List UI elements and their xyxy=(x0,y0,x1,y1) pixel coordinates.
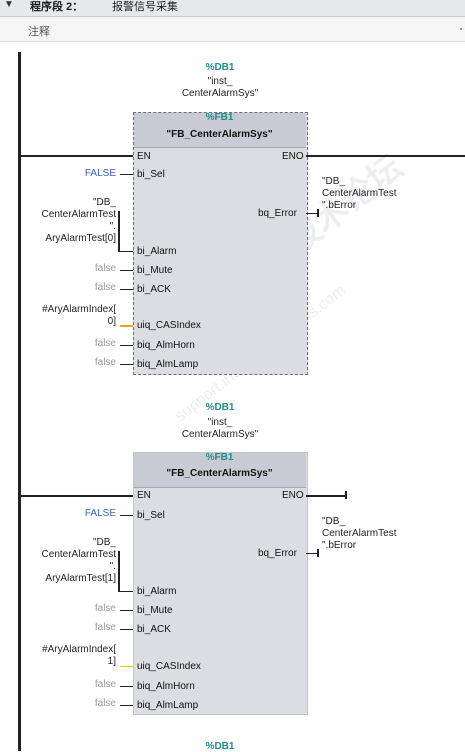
bi-ack-value[interactable]: false xyxy=(94,622,116,633)
alarm-operand-line3[interactable]: ". xyxy=(109,561,116,572)
function-block-header xyxy=(134,453,306,488)
network-title: 程序段 2： xyxy=(30,1,84,13)
bi-sel-line xyxy=(120,174,133,175)
pin-eno: ENO xyxy=(282,151,304,162)
pin-bi-alarm: bi_Alarm xyxy=(137,246,177,257)
alm-lamp-line xyxy=(120,364,133,365)
instance-db-number: %DB1 xyxy=(205,62,235,73)
index-operand-line1[interactable]: #AryAlarmIndex[ xyxy=(42,644,116,655)
error-operand-line2[interactable]: CenterAlarmTest xyxy=(322,188,397,199)
bi-ack-line xyxy=(120,629,133,630)
instance-db-name-line2[interactable]: CenterAlarmSys" xyxy=(181,88,259,99)
uiq-cas-index-line xyxy=(120,325,133,327)
pin-bi-mute: bi_Mute xyxy=(137,265,173,276)
network-comment-bar[interactable]: 注释 xyxy=(0,17,465,42)
pin-bi-sel: bi_Sel xyxy=(137,510,165,521)
error-operand-line2[interactable]: CenterAlarmTest xyxy=(322,528,397,539)
instance-db-name-line2[interactable]: CenterAlarmSys" xyxy=(181,429,259,440)
bi-mute-value[interactable]: false xyxy=(94,263,116,274)
bi-ack-line xyxy=(120,289,133,290)
pin-biq-alm-horn: biq_AlmHorn xyxy=(137,681,195,692)
bi-sel-value[interactable]: FALSE xyxy=(84,168,116,179)
fb-name[interactable]: "FB_CenterAlarmSys" xyxy=(166,468,273,479)
index-operand-line1[interactable]: #AryAlarmIndex[ xyxy=(42,304,116,315)
bi-alarm-line xyxy=(118,251,133,252)
collapse-arrow-icon[interactable]: ▼ xyxy=(4,0,14,10)
error-operand-line1[interactable]: "DB_ xyxy=(322,176,346,187)
error-operand-line3[interactable]: ".bError xyxy=(322,200,357,211)
bq-error-line xyxy=(306,213,318,214)
pin-biq-alm-lamp: biq_AlmLamp xyxy=(137,359,199,370)
index-operand-line2[interactable]: 0] xyxy=(107,316,116,327)
instance-db-number: %DB1 xyxy=(205,402,235,413)
fb-name[interactable]: "FB_CenterAlarmSys" xyxy=(166,129,273,140)
function-block-header xyxy=(134,113,306,148)
pin-bi-ack: bi_ACK xyxy=(137,284,171,295)
fb-number: %FB1 xyxy=(205,112,234,123)
pin-bi-ack: bi_ACK xyxy=(137,624,171,635)
alarm-operand-line2[interactable]: CenterAlarmTest xyxy=(41,209,116,220)
power-rail xyxy=(18,52,21,751)
bi-mute-value[interactable]: false xyxy=(94,603,116,614)
bi-sel-line xyxy=(120,515,133,516)
bq-error-endcap xyxy=(317,549,319,557)
instance-db-name-line1[interactable]: "inst_ xyxy=(207,76,233,87)
pin-biq-alm-horn: biq_AlmHorn xyxy=(137,340,195,351)
alm-horn-line xyxy=(120,686,133,687)
pin-bq-error: bq_Error xyxy=(258,548,297,559)
pin-eno: ENO xyxy=(282,490,304,501)
pin-uiq-cas-index: uiq_CASIndex xyxy=(137,661,201,672)
bq-error-endcap xyxy=(317,209,319,217)
bi-sel-value[interactable]: FALSE xyxy=(84,508,116,519)
network-comment[interactable]: 注释 xyxy=(28,26,50,38)
alm-lamp-value[interactable]: false xyxy=(94,698,116,709)
error-operand-line1[interactable]: "DB_ xyxy=(322,516,346,527)
alarm-operand-line4[interactable]: AryAlarmTest[0] xyxy=(45,233,116,244)
fb-number: %FB1 xyxy=(205,452,234,463)
bi-mute-line xyxy=(120,270,133,271)
alarm-operand-bracket xyxy=(118,551,120,591)
bi-ack-value[interactable]: false xyxy=(94,282,116,293)
pin-en: EN xyxy=(137,151,151,162)
pin-bi-mute: bi_Mute xyxy=(137,605,173,616)
pin-biq-alm-lamp: biq_AlmLamp xyxy=(137,700,199,711)
alm-lamp-line xyxy=(120,705,133,706)
pin-bi-sel: bi_Sel xyxy=(137,169,165,180)
eno-endcap xyxy=(345,491,347,499)
alm-lamp-value[interactable]: false xyxy=(94,357,116,368)
bi-mute-line xyxy=(120,610,133,611)
alm-horn-value[interactable]: false xyxy=(94,679,116,690)
index-operand-line2[interactable]: 1] xyxy=(107,656,116,667)
en-wire xyxy=(21,155,133,157)
en-wire xyxy=(21,495,133,497)
comment-scroll-marker xyxy=(460,28,462,30)
eno-wire xyxy=(306,155,465,157)
alm-horn-value[interactable]: false xyxy=(94,338,116,349)
network-subtitle: 报警信号采集 xyxy=(112,1,178,13)
bi-alarm-line xyxy=(118,591,133,592)
pin-uiq-cas-index: uiq_CASIndex xyxy=(137,320,201,331)
pin-bi-alarm: bi_Alarm xyxy=(137,586,177,597)
network-header[interactable]: ▼ 程序段 2： 报警信号采集 xyxy=(0,0,465,17)
alarm-operand-line1[interactable]: "DB_ xyxy=(92,197,116,208)
pin-en: EN xyxy=(137,490,151,501)
pin-bq-error: bq_Error xyxy=(258,208,297,219)
alm-horn-line xyxy=(120,345,133,346)
alarm-operand-line2[interactable]: CenterAlarmTest xyxy=(41,549,116,560)
function-block-box[interactable] xyxy=(133,112,308,375)
eno-wire xyxy=(306,495,346,497)
alarm-operand-line3[interactable]: ". xyxy=(109,221,116,232)
alarm-operand-line1[interactable]: "DB_ xyxy=(92,537,116,548)
next-instance-db-number: %DB1 xyxy=(205,741,235,752)
uiq-cas-index-line xyxy=(120,666,133,667)
alarm-operand-bracket xyxy=(118,211,120,251)
bq-error-line xyxy=(306,553,318,554)
alarm-operand-line4[interactable]: AryAlarmTest[1] xyxy=(45,573,116,584)
function-block-box[interactable] xyxy=(133,452,308,715)
instance-db-name-line1[interactable]: "inst_ xyxy=(207,417,233,428)
error-operand-line3[interactable]: ".bError xyxy=(322,540,357,551)
